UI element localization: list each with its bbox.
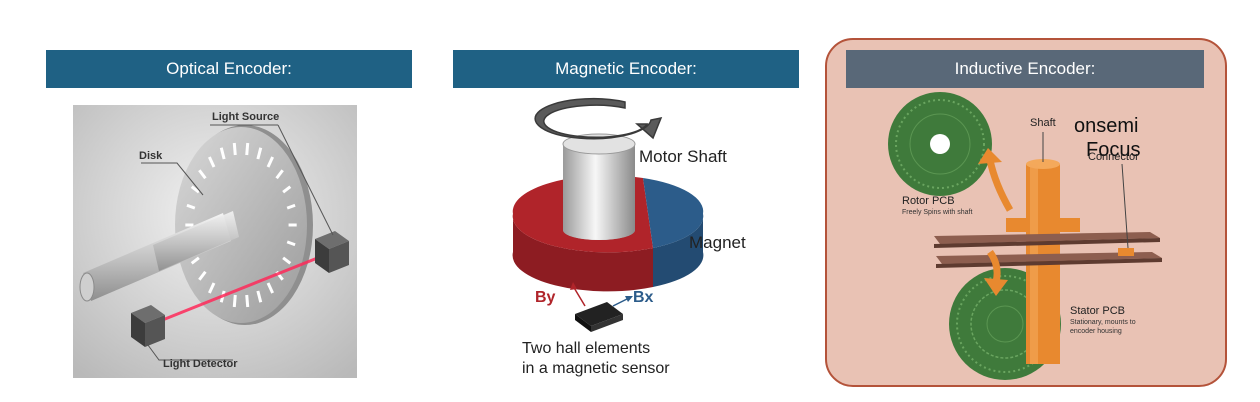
rotor-arrow-icon	[986, 159, 1014, 212]
stator-sub-line-2: encoder housing	[1070, 328, 1122, 335]
disk-slit	[208, 156, 216, 168]
bx-vector	[612, 297, 630, 307]
light-detector-label: Light Detector	[163, 358, 238, 370]
disk-slit	[256, 290, 263, 303]
light-detector-cube	[131, 305, 165, 347]
by-label: By	[535, 289, 556, 306]
motor-shaft-cylinder	[562, 133, 636, 240]
laser-beam	[154, 253, 326, 325]
disk-slit	[245, 294, 250, 308]
brand-line-1: onsemi	[1074, 115, 1138, 137]
magnet-label: Magnet	[689, 233, 746, 252]
disk-slit	[286, 240, 296, 247]
disk-slit	[190, 185, 200, 194]
light-detector-leader	[144, 340, 233, 361]
rotor-label: Rotor PCB	[902, 195, 955, 207]
disk-slit	[232, 142, 237, 156]
connector-label: Connector	[1088, 151, 1139, 163]
disk-slit	[186, 203, 196, 210]
disk-slit	[198, 169, 207, 180]
disk-label: Disk	[139, 150, 163, 162]
disk-leader	[141, 162, 204, 196]
stator-sub-line-1: Stationary, mounts to	[1070, 319, 1136, 326]
magnetic-encoder-title: Magnetic Encoder:	[453, 50, 799, 88]
connector-leader	[1121, 163, 1129, 249]
shaft-label: Shaft	[1030, 117, 1056, 129]
disk-slit	[282, 256, 292, 265]
disk-slit	[198, 270, 207, 281]
light-source-cube	[315, 231, 349, 273]
disk-slit	[232, 294, 237, 308]
disk-slit	[245, 142, 250, 156]
optical-encoder-diagram: Light Source Disk Light Detector	[73, 105, 357, 378]
disk-slit	[208, 282, 216, 294]
disk-slit	[256, 147, 263, 160]
disk-slit	[266, 156, 274, 168]
rotor-pcb	[888, 92, 992, 196]
stator-label: Stator PCB	[1070, 305, 1125, 317]
encoder-shaft	[79, 211, 239, 302]
magnetic-encoder-diagram: Motor Shaft Magnet By Bx Two hall elemen…	[512, 97, 746, 377]
light-source-label: Light Source	[212, 111, 279, 123]
bx-label: Bx	[633, 289, 654, 306]
hall-sensor-chip	[575, 302, 623, 332]
disk-slit	[266, 282, 274, 294]
disk-slit	[190, 256, 200, 265]
optical-encoder-title: Optical Encoder:	[46, 50, 412, 88]
caption-line-1: Two hall elements	[522, 340, 650, 357]
inductive-encoder-diagram: onsemi Focus Shaft Connector Rotor PCB F…	[888, 92, 1162, 380]
disk-slit	[286, 203, 296, 210]
rotation-arrow-icon	[534, 97, 663, 140]
disk-slit	[282, 185, 292, 194]
disk-slit	[219, 147, 226, 160]
disk-slit	[275, 169, 284, 180]
motor-shaft-label: Motor Shaft	[639, 147, 727, 166]
inductive-encoder-title: Inductive Encoder:	[846, 50, 1204, 88]
by-vector	[572, 285, 586, 307]
brand-line-2: Focus	[1086, 139, 1140, 161]
caption-line-2: in a magnetic sensor	[522, 360, 670, 377]
rotor-sub-label: Freely Spins with shaft	[902, 209, 972, 216]
